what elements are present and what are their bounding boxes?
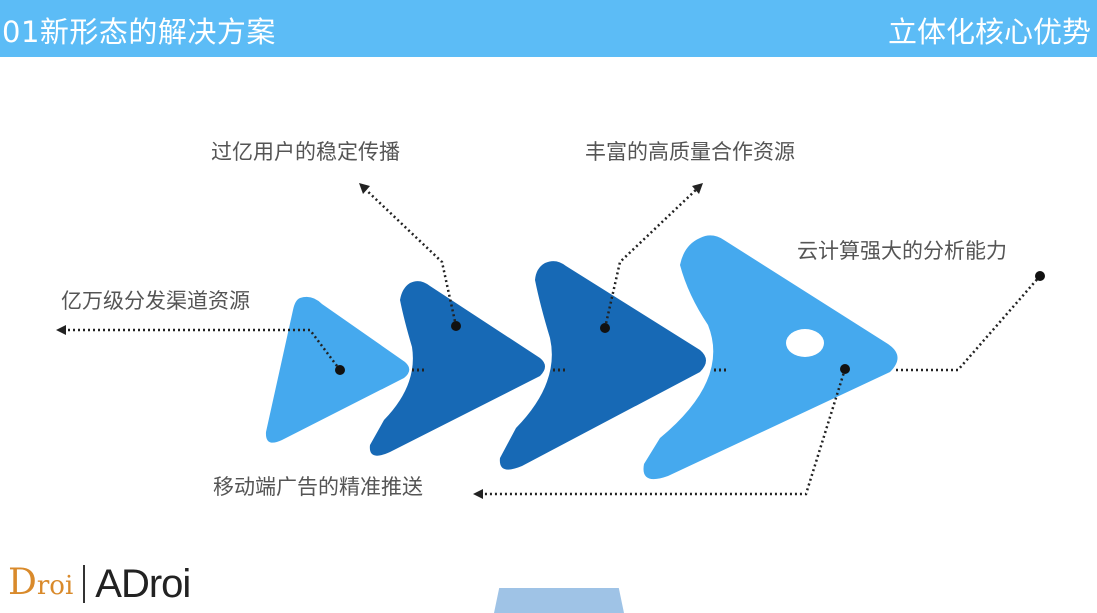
label-ads: 移动端广告的精准推送 <box>213 475 423 499</box>
connector-dot <box>840 364 850 374</box>
eye-icon <box>786 329 824 357</box>
segment-3 <box>499 261 706 470</box>
label-users: 过亿用户的稳定传播 <box>211 140 400 164</box>
adroi-logo: ADroi <box>95 562 191 606</box>
logo-divider <box>83 565 86 603</box>
segment-4 <box>643 235 898 480</box>
bottom-tab <box>494 588 624 613</box>
arrow-up-left-icon <box>359 183 370 194</box>
section-title: 立体化核心优势 <box>887 15 1091 49</box>
logo: Droi ADroi <box>8 561 191 607</box>
connector-channels <box>60 328 341 371</box>
connector-cloud <box>896 275 1041 372</box>
connector-dot <box>600 323 610 333</box>
segment-2 <box>369 281 545 456</box>
arrow-up-right-icon <box>692 183 703 194</box>
label-channels: 亿万级分发渠道资源 <box>61 289 250 313</box>
label-cloud: 云计算强大的分析能力 <box>797 239 1007 263</box>
page-title: 01新形态的解决方案 <box>2 15 276 49</box>
connector-partners <box>603 185 701 329</box>
label-partners: 丰富的高质量合作资源 <box>585 140 795 164</box>
header-bar: 01新形态的解决方案 立体化核心优势 <box>0 0 1097 57</box>
connector-ads <box>478 368 847 496</box>
arrow-left-icon <box>473 489 483 499</box>
connector-dot <box>335 365 345 375</box>
connector-dot <box>451 321 461 331</box>
connector-users <box>361 185 458 327</box>
droi-logo: Droi <box>8 561 74 603</box>
arrow-left-icon <box>56 325 66 335</box>
connector-dot <box>1035 271 1045 281</box>
